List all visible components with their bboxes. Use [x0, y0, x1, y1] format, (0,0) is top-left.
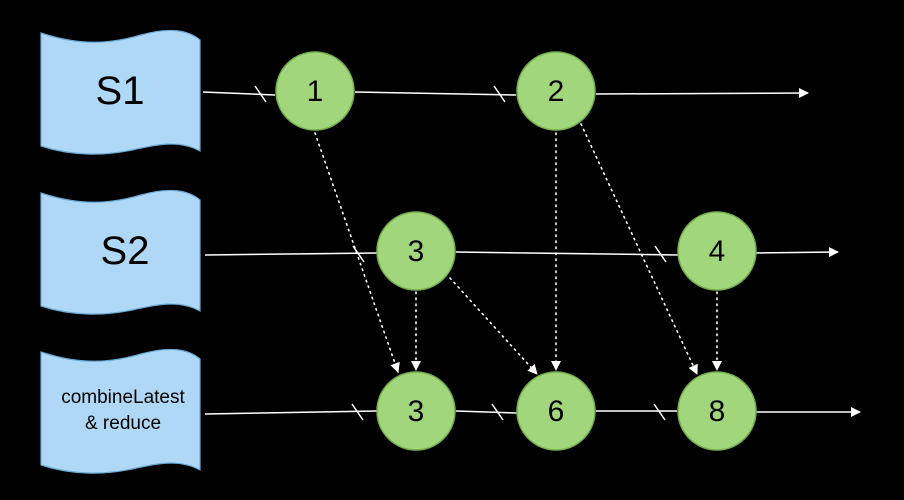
stream-label-s2: S2 [40, 189, 201, 315]
stream-label-combined: combineLatest & reduce [40, 348, 201, 474]
stream-label-flag [40, 189, 201, 315]
tick-mark [653, 403, 666, 421]
event-node-circle [516, 371, 596, 451]
tick-mark [493, 85, 506, 103]
timeline-segment [204, 252, 378, 256]
event-node-r6: 6 [516, 371, 596, 451]
dependency-arrow [449, 277, 538, 375]
tick-mark [351, 403, 364, 421]
event-node-e3: 3 [376, 211, 456, 291]
stream-label-text: S2 [101, 229, 150, 273]
event-node-value: 3 [408, 395, 425, 428]
stream-label-text: & reduce [85, 413, 161, 434]
timeline-combined [204, 407, 861, 417]
event-node-circle [677, 371, 757, 451]
event-node-value: 8 [709, 395, 726, 428]
timeline-s1 [202, 88, 809, 99]
timeline-segment [354, 91, 517, 96]
tick-mark [254, 85, 267, 103]
timeline-segment [455, 410, 518, 414]
event-node-e1: 1 [275, 51, 355, 131]
timeline-arrow [595, 88, 809, 99]
event-node-circle [275, 51, 355, 131]
event-node-circle [677, 211, 757, 291]
tick-mark [352, 245, 365, 263]
dependency-arrow [580, 123, 698, 375]
event-node-r8: 8 [677, 371, 757, 451]
event-node-value: 1 [307, 75, 324, 108]
tick-mark [491, 403, 504, 421]
stream-label-flag [40, 29, 201, 155]
event-node-circle [376, 371, 456, 451]
event-node-value: 2 [548, 75, 565, 108]
timeline-segment [202, 91, 276, 96]
tick-marks [254, 85, 667, 421]
event-node-value: 6 [548, 395, 565, 428]
stream-label-text: S1 [96, 69, 145, 113]
timeline-segment [204, 410, 378, 415]
event-node-value: 4 [709, 235, 726, 268]
event-node-value: 3 [408, 235, 425, 268]
event-node-e4: 4 [677, 211, 757, 291]
dependency-arrows [314, 123, 722, 375]
dependency-arrow [314, 132, 400, 373]
event-node-circle [376, 211, 456, 291]
stream-label-flag [40, 348, 201, 474]
tick-mark [654, 245, 667, 263]
event-node-circle [516, 51, 596, 131]
stream-label-text: combineLatest [61, 387, 185, 408]
timeline-arrow [755, 247, 839, 258]
event-node-e2: 2 [516, 51, 596, 131]
event-node-r3: 3 [376, 371, 456, 451]
stream-label-s1: S1 [40, 29, 201, 155]
